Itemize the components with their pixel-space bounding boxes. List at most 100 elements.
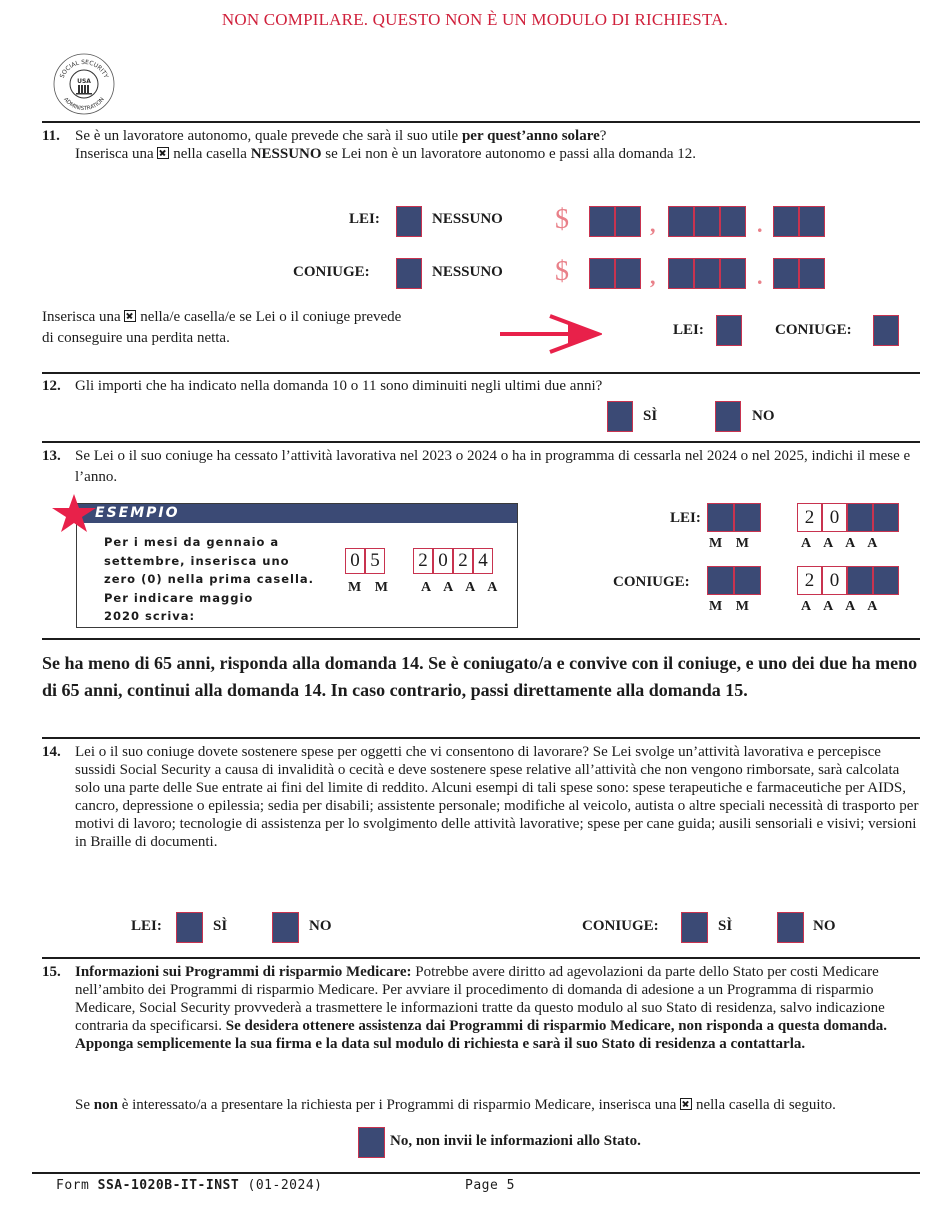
q11-coniuge-amount-digit[interactable]: [615, 258, 641, 289]
svg-text:SOCIAL SECURITY: SOCIAL SECURITY: [59, 59, 110, 80]
decimal-separator: .: [757, 264, 763, 289]
q11-lei-label: LEI:: [349, 211, 380, 227]
q12-number: 12.: [42, 378, 61, 394]
ssa-seal-logo: SOCIAL SECURITY ADMINISTRATION USA: [53, 53, 115, 115]
q12-yes-checkbox[interactable]: [607, 401, 633, 432]
example-digit: 4: [473, 548, 493, 574]
q13-coniuge-year-prefix: 2: [797, 566, 822, 595]
example-text: Per i mesi da gennaio a settembre, inser…: [104, 535, 315, 623]
q11-coniuge-cents-digit[interactable]: [773, 258, 799, 289]
q13-coniuge-aaaa-caption: A A A A: [801, 599, 883, 614]
example-mm-caption: M M: [348, 580, 393, 595]
q11-lei-cents-digit[interactable]: [799, 206, 825, 237]
footer-page: Page 5: [465, 1178, 515, 1193]
q11-lei-cents-digit[interactable]: [773, 206, 799, 237]
loss-text-3: di conseguire una perdita netta.: [42, 330, 230, 346]
divider-instruction: [42, 638, 920, 640]
q14-number: 14.: [42, 744, 61, 760]
q14-lei-no-label: NO: [309, 918, 332, 934]
divider-footer: [32, 1172, 920, 1174]
comma-separator: ,: [650, 212, 656, 237]
q11-lei-amount-digit[interactable]: [720, 206, 746, 237]
q11-lei-amount-digit[interactable]: [615, 206, 641, 237]
q13-lei-year-prefix: 2: [797, 503, 822, 532]
comma-separator: ,: [650, 264, 656, 289]
q15-title: Informazioni sui Programmi di risparmio …: [75, 964, 412, 980]
q13-coniuge-month-digit[interactable]: [707, 566, 734, 595]
q11-coniuge-nessuno-checkbox[interactable]: [396, 258, 422, 289]
q11-net-loss-instruction: Inserisca una nella/e casella/e se Lei o…: [42, 307, 502, 349]
q12-no-checkbox[interactable]: [715, 401, 741, 432]
q13-lei-year-digit[interactable]: [873, 503, 899, 532]
q13-coniuge-month-digit[interactable]: [734, 566, 761, 595]
q11-lei-amount-digit[interactable]: [589, 206, 615, 237]
question-12: 12. Gli importi che ha indicato nella do…: [42, 377, 922, 395]
q14-lei-yes-checkbox[interactable]: [176, 912, 203, 943]
loss-text-1: Inserisca una: [42, 309, 125, 325]
q12-no-label: NO: [752, 408, 775, 424]
dollar-sign: $: [555, 256, 569, 287]
q11-coniuge-amount-digit[interactable]: [720, 258, 746, 289]
q13-coniuge-year-digit[interactable]: [873, 566, 899, 595]
example-digit: 2: [453, 548, 473, 574]
example-digit: 0: [433, 548, 453, 574]
dollar-sign: $: [555, 204, 569, 235]
q11-lei-nessuno-checkbox[interactable]: [396, 206, 422, 237]
footer-form-date: (01-2024): [239, 1178, 323, 1193]
divider-q11: [42, 121, 920, 123]
q11-coniuge-cents-digit[interactable]: [799, 258, 825, 289]
q13-coniuge-year-digit[interactable]: [847, 566, 873, 595]
star-icon: [52, 494, 96, 532]
logo-center-text: USA: [77, 78, 91, 85]
q14-coniuge-yes-checkbox[interactable]: [681, 912, 708, 943]
example-box: ESEMPIO Per i mesi da gennaio a settembr…: [76, 503, 518, 628]
q11-text-bold: per quest’anno solare: [461, 128, 600, 144]
q15-opt-suffix: nella casella di seguito.: [692, 1097, 836, 1113]
q15-opt-mid: è interessato/a a presentare la richiest…: [117, 1097, 681, 1113]
q11-coniuge-label: CONIUGE:: [293, 264, 370, 280]
q13-coniuge-mm-caption: M M: [709, 599, 754, 614]
q15-bold-text: Se desidera ottenere assistenza dai Prog…: [75, 1018, 888, 1052]
q14-coniuge-label: CONIUGE:: [582, 918, 659, 934]
divider-q15: [42, 957, 920, 959]
q14-coniuge-no-checkbox[interactable]: [777, 912, 804, 943]
q11-loss-lei-checkbox[interactable]: [716, 315, 742, 346]
footer: Form SSA-1020B-IT-INST (01-2024): [56, 1178, 322, 1193]
q13-lei-year-digit[interactable]: [847, 503, 873, 532]
q13-lei-month-digit[interactable]: [734, 503, 761, 532]
example-digit: 0: [345, 548, 365, 574]
q11-text-end: se Lei non è un lavoratore autonomo e pa…: [321, 146, 697, 162]
q15-opt-bold: non: [93, 1097, 118, 1113]
q15-no-send-checkbox[interactable]: [358, 1127, 385, 1158]
q15-opt-out-text: Se non è interessato/a a presentare la r…: [75, 1095, 920, 1115]
q11-lei-amount-digit[interactable]: [694, 206, 720, 237]
age-instruction: Se ha meno di 65 anni, risponda alla dom…: [42, 653, 918, 700]
q13-lei-aaaa-caption: A A A A: [801, 536, 883, 551]
footer-form-label: Form: [56, 1178, 98, 1193]
q11-coniuge-amount-digit[interactable]: [589, 258, 615, 289]
q14-lei-no-checkbox[interactable]: [272, 912, 299, 943]
q11-coniuge-amount-digit[interactable]: [668, 258, 694, 289]
q11-coniuge-amount-digit[interactable]: [694, 258, 720, 289]
q15-text: Potrebbe avere diritto ad agevolazioni d…: [75, 964, 885, 1034]
q13-coniuge-label: CONIUGE:: [613, 574, 690, 590]
q12-yes-label: SÌ: [643, 408, 658, 424]
q11-lei-amount-digit[interactable]: [668, 206, 694, 237]
arrow-right-icon: [500, 314, 602, 354]
divider-q14: [42, 737, 920, 739]
q11-loss-lei-label: LEI:: [673, 322, 704, 338]
question-15: 15. Informazioni sui Programmi di rispar…: [42, 963, 922, 1053]
q11-text-suffix: ?: [599, 128, 607, 144]
q15-no-send-label: No, non invii le informazioni allo Stato…: [390, 1133, 641, 1149]
q11-text-1: Se è un lavoratore autonomo, quale preve…: [75, 128, 462, 144]
q11-text-2: Inserisca una: [75, 146, 158, 162]
footer-form-id: SSA-1020B-IT-INST: [97, 1178, 240, 1193]
q13-coniuge-year-prefix: 0: [822, 566, 847, 595]
q13-lei-month-digit[interactable]: [707, 503, 734, 532]
q11-number: 11.: [42, 128, 60, 144]
q11-loss-coniuge-checkbox[interactable]: [873, 315, 899, 346]
q14-coniuge-no-label: NO: [813, 918, 836, 934]
decimal-separator: .: [757, 212, 763, 237]
question-14: 14. Lei o il suo coniuge dovete sostener…: [42, 743, 922, 851]
q15-number: 15.: [42, 964, 61, 980]
